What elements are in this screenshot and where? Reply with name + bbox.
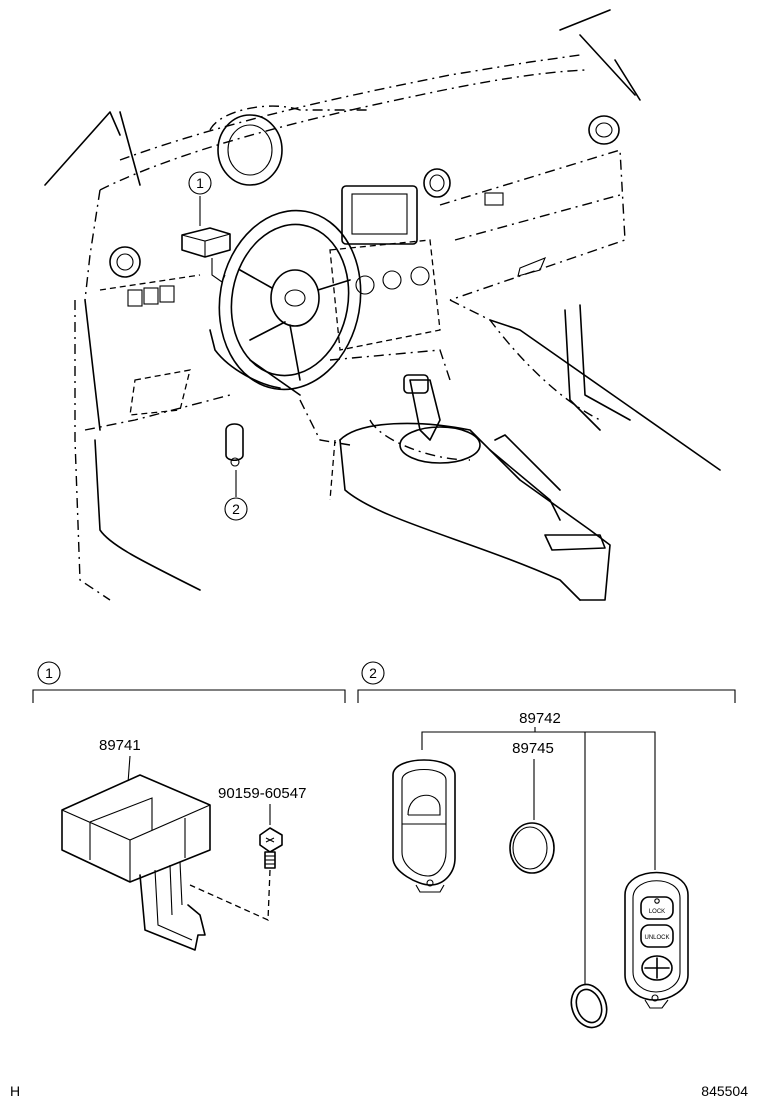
battery-part (509, 822, 555, 874)
section-2: 2 89742 89745 (357, 661, 736, 1029)
key-case-part (392, 759, 456, 893)
diagram-number: 845504 (701, 1083, 748, 1099)
callout-2-circle (224, 497, 248, 521)
section-1: 1 89741 90159-60547 (32, 661, 346, 951)
part-90159-60547-label: 90159-60547 (218, 785, 306, 802)
bolt-part (259, 827, 283, 869)
part-89742-leader (421, 731, 656, 870)
lock-dot-icon (654, 898, 660, 904)
key-fob-part: LOCK UNLOCK (624, 871, 689, 1009)
part-89741-label: 89741 (99, 737, 141, 754)
callout-1-label: 1 (196, 175, 204, 191)
section-2-marker-circle (361, 661, 385, 685)
unlock-button-label: UNLOCK (644, 935, 669, 941)
bolt-leader (189, 869, 271, 921)
section-2-marker: 2 (369, 665, 377, 681)
dashboard-illustration: 1 2 (44, 9, 721, 601)
callout-2-label: 2 (232, 501, 240, 517)
callout-1-circle (188, 171, 212, 195)
section-2-bracket (357, 689, 736, 703)
section-1-bracket (32, 689, 346, 703)
lock-button-label: LOCK (649, 909, 665, 915)
part-89745-label: 89745 (512, 740, 554, 757)
lock-button (640, 896, 674, 920)
unlock-button (640, 924, 674, 948)
section-1-marker-circle (37, 661, 61, 685)
part-89742-label: 89742 (519, 710, 561, 727)
receiver-part (61, 774, 211, 951)
panic-icon (644, 957, 670, 979)
footer-left-code: H (10, 1083, 20, 1099)
section-1-marker: 1 (45, 665, 53, 681)
o-ring-part (570, 983, 608, 1029)
